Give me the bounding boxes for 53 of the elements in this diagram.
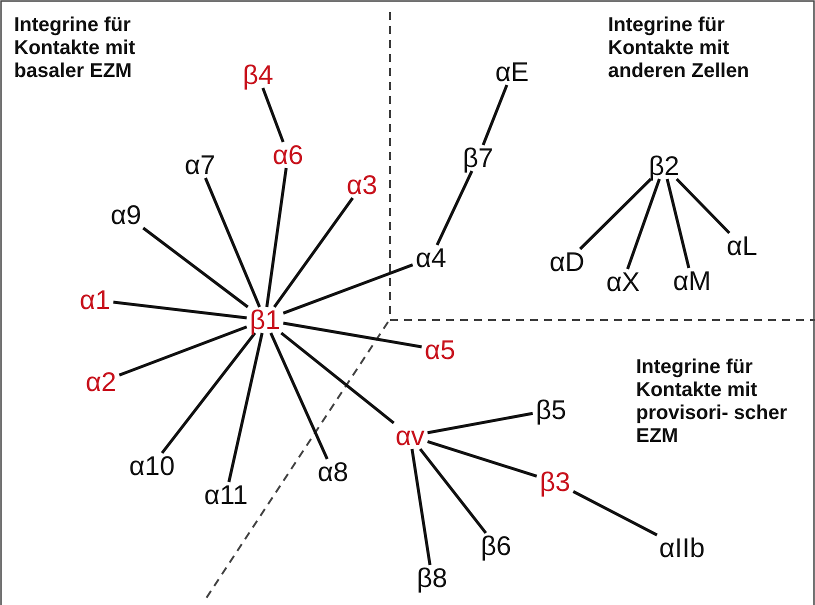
subunit-label: α10 <box>128 451 176 481</box>
connector-line <box>113 300 247 320</box>
subunit-label: α9 <box>110 200 142 230</box>
subunit-label: α11 <box>203 480 249 510</box>
subunit-label: β2 <box>648 151 680 181</box>
subunit-label: α6 <box>272 140 304 170</box>
connector-line <box>579 178 652 250</box>
connector-line <box>204 177 261 308</box>
subunit-label: α4 <box>414 243 448 273</box>
subunit-label: α8 <box>316 457 350 487</box>
subunit-label: αD <box>548 247 586 277</box>
subunit-label: αM <box>672 266 712 296</box>
connector-line <box>283 322 422 348</box>
subunit-label: β1 <box>248 305 282 335</box>
subunit-label: β3 <box>538 467 572 497</box>
connector-line <box>280 332 395 424</box>
region-title: Integrine für Kontakte mit basaler EZM <box>14 14 136 83</box>
subunit-label: β8 <box>416 563 448 593</box>
connector-line <box>282 263 414 315</box>
subunit-label: αX <box>605 267 641 297</box>
subunit-label: β6 <box>480 531 512 561</box>
subunit-label: β4 <box>242 60 274 90</box>
subunit-label: α2 <box>84 367 118 397</box>
connector-line <box>227 332 264 482</box>
connector-line <box>142 226 249 308</box>
connector-line <box>482 84 508 146</box>
connector-line <box>626 178 661 270</box>
connector-line <box>676 178 730 234</box>
subunit-label: αE <box>494 57 530 87</box>
connector-line <box>118 326 248 376</box>
subunit-label: αv <box>394 421 426 451</box>
subunit-label: β7 <box>462 143 494 173</box>
subunit-label: αIIb <box>658 533 706 563</box>
connector-line <box>427 440 538 478</box>
subunit-label: α1 <box>78 285 112 315</box>
subunit-label: αL <box>726 231 758 261</box>
subunit-label: α5 <box>424 335 456 365</box>
region-title: Integrine für Kontakte mit anderen Zellen <box>608 14 750 83</box>
connector-line <box>261 87 285 143</box>
connector-line <box>436 170 474 246</box>
connector-line <box>427 412 533 434</box>
connector-line <box>265 168 288 308</box>
connector-line <box>273 197 354 308</box>
subunit-label: α3 <box>346 170 378 200</box>
region-title: Integrine für Kontakte mit provisori- scher EZM <box>636 356 788 448</box>
subunit-label: β5 <box>534 395 568 425</box>
connector-line <box>410 448 432 566</box>
connector-line <box>160 332 256 454</box>
subunit-label: α7 <box>184 150 216 180</box>
connector-line <box>572 490 658 536</box>
connector-line <box>269 332 329 460</box>
connector-line <box>666 178 690 268</box>
connector-line <box>418 448 488 534</box>
